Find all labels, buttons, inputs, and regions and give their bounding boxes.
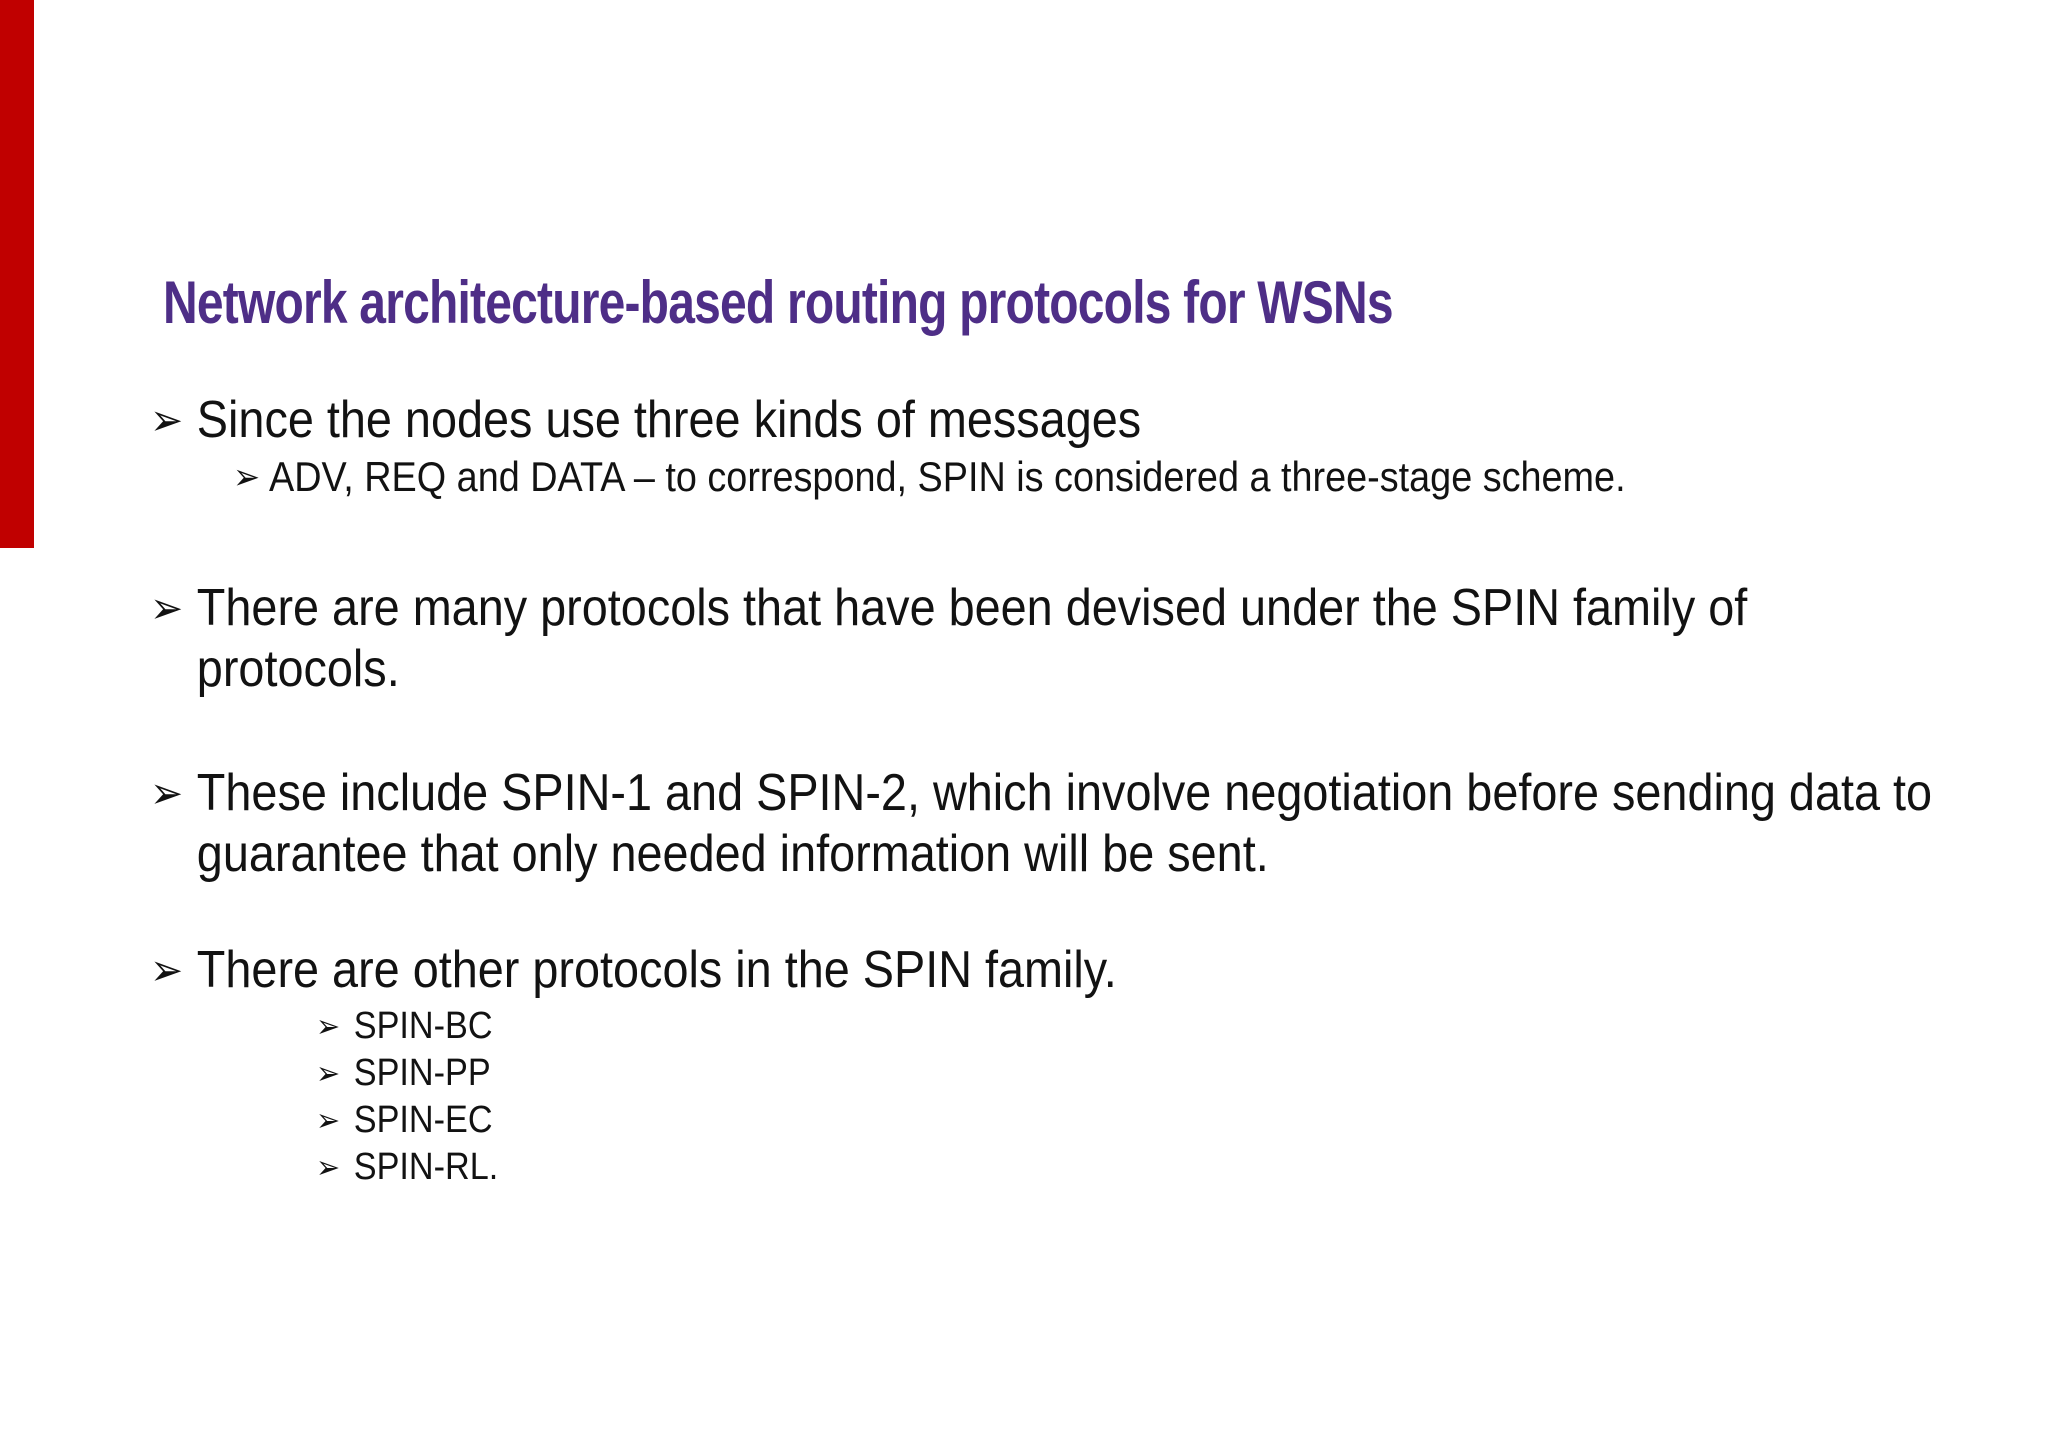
list-item-spin-bc: ➢ SPIN-BC xyxy=(316,1003,946,1049)
arrow-bullet-icon: ➢ xyxy=(316,1149,341,1185)
list-item-spin-ec: ➢ SPIN-EC xyxy=(316,1097,946,1143)
bullet-spin1-spin2: ➢ These include SPIN-1 and SPIN-2, which… xyxy=(150,763,1941,885)
bullet-text: SPIN-BC xyxy=(353,1005,493,1047)
list-item-spin-pp: ➢ SPIN-PP xyxy=(316,1050,946,1096)
bullet-other-protocols: ➢ There are other protocols in the SPIN … xyxy=(150,940,1941,1001)
page-title: Network architecture-based routing proto… xyxy=(163,269,1394,337)
bullet-text: SPIN-EC xyxy=(353,1099,493,1141)
bullet-since-nodes: ➢ Since the nodes use three kinds of mes… xyxy=(150,390,1941,451)
bullet-many-protocols: ➢ There are many protocols that have bee… xyxy=(150,578,1941,700)
list-item-spin-rl: ➢ SPIN-RL. xyxy=(316,1144,946,1190)
bullet-text: SPIN-RL. xyxy=(353,1146,499,1188)
bullet-text: There are many protocols that have been … xyxy=(196,579,1748,698)
arrow-bullet-icon: ➢ xyxy=(150,584,184,633)
bullet-text: ADV, REQ and DATA – to correspond, SPIN … xyxy=(269,453,1626,500)
bullet-text: SPIN-PP xyxy=(353,1052,491,1094)
bullet-text: There are other protocols in the SPIN fa… xyxy=(196,941,1117,999)
bullet-text: Since the nodes use three kinds of messa… xyxy=(196,391,1142,449)
arrow-bullet-icon: ➢ xyxy=(316,1008,341,1044)
red-accent-bar xyxy=(0,0,34,548)
bullet-text: These include SPIN-1 and SPIN-2, which i… xyxy=(196,764,1933,883)
arrow-bullet-icon: ➢ xyxy=(150,946,184,995)
arrow-bullet-icon: ➢ xyxy=(316,1102,341,1138)
arrow-bullet-icon: ➢ xyxy=(316,1055,341,1091)
subbullet-adv-req-data: ➢ ADV, REQ and DATA – to correspond, SPI… xyxy=(233,452,1817,502)
arrow-bullet-icon: ➢ xyxy=(150,769,184,818)
arrow-bullet-icon: ➢ xyxy=(233,456,261,497)
arrow-bullet-icon: ➢ xyxy=(150,396,184,445)
